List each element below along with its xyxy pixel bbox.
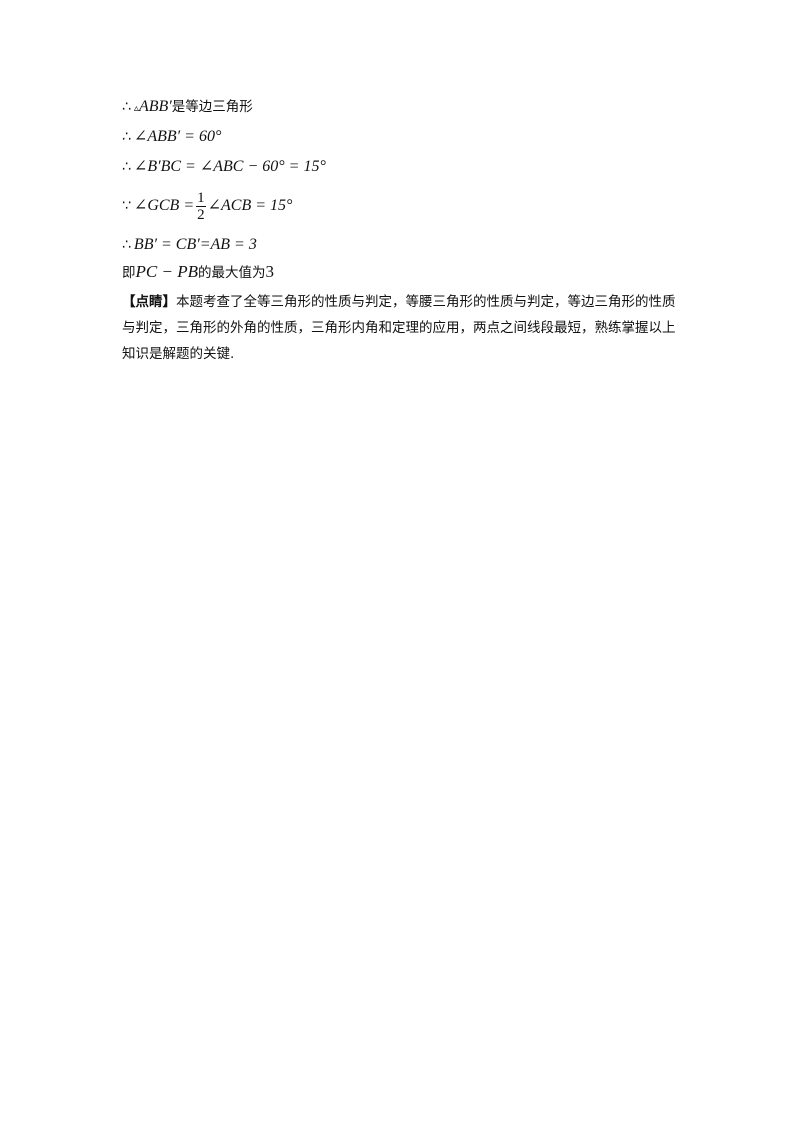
math-expression: ∠ABB′ = 60° bbox=[133, 128, 222, 145]
math-expression: ∠GCB = bbox=[133, 197, 195, 214]
math-expression: PC − PB bbox=[135, 262, 198, 281]
line-bb-equals: ∴BB′ = CB′=AB = 3 bbox=[122, 234, 257, 255]
math-expression: BB′ = CB′=AB = 3 bbox=[133, 236, 257, 253]
therefore-symbol: ∴ bbox=[122, 129, 131, 145]
line-text: 是等边三角形 bbox=[171, 99, 253, 115]
comment-text: 本题考查了全等三角形的性质与判定，等腰三角形的性质与判定，等边三角形的性质与判定… bbox=[122, 294, 676, 362]
therefore-symbol: ∴ bbox=[122, 99, 131, 115]
math-expression: ABB′ bbox=[138, 98, 172, 115]
line-angle-abb: ∴∠ABB′ = 60° bbox=[122, 126, 221, 147]
triangle-symbol: ▵ bbox=[133, 103, 139, 114]
comment-paragraph: 【点睛】本题考查了全等三角形的性质与判定，等腰三角形的性质与判定，等边三角形的性… bbox=[122, 289, 682, 367]
line-triangle-equilateral: ∴▵ABB′是等边三角形 bbox=[122, 96, 253, 119]
line-text: 的最大值为 bbox=[197, 265, 266, 281]
line-max-value: 即PC − PB的最大值为3 bbox=[122, 262, 274, 283]
math-expression: ∠B′BC = ∠ABC − 60° = 15° bbox=[133, 158, 326, 175]
line-angle-bbc: ∴∠B′BC = ∠ABC − 60° = 15° bbox=[122, 156, 326, 177]
fraction-numerator: 1 bbox=[196, 189, 206, 207]
therefore-symbol: ∴ bbox=[122, 159, 131, 175]
fraction-denominator: 2 bbox=[197, 206, 205, 223]
because-symbol: ∵ bbox=[122, 198, 131, 214]
math-expression: ∠ACB = 15° bbox=[207, 197, 293, 214]
comment-label: 【点睛】 bbox=[122, 294, 176, 310]
line-prefix: 即 bbox=[122, 265, 136, 281]
therefore-symbol: ∴ bbox=[122, 237, 131, 253]
max-value: 3 bbox=[265, 262, 274, 281]
